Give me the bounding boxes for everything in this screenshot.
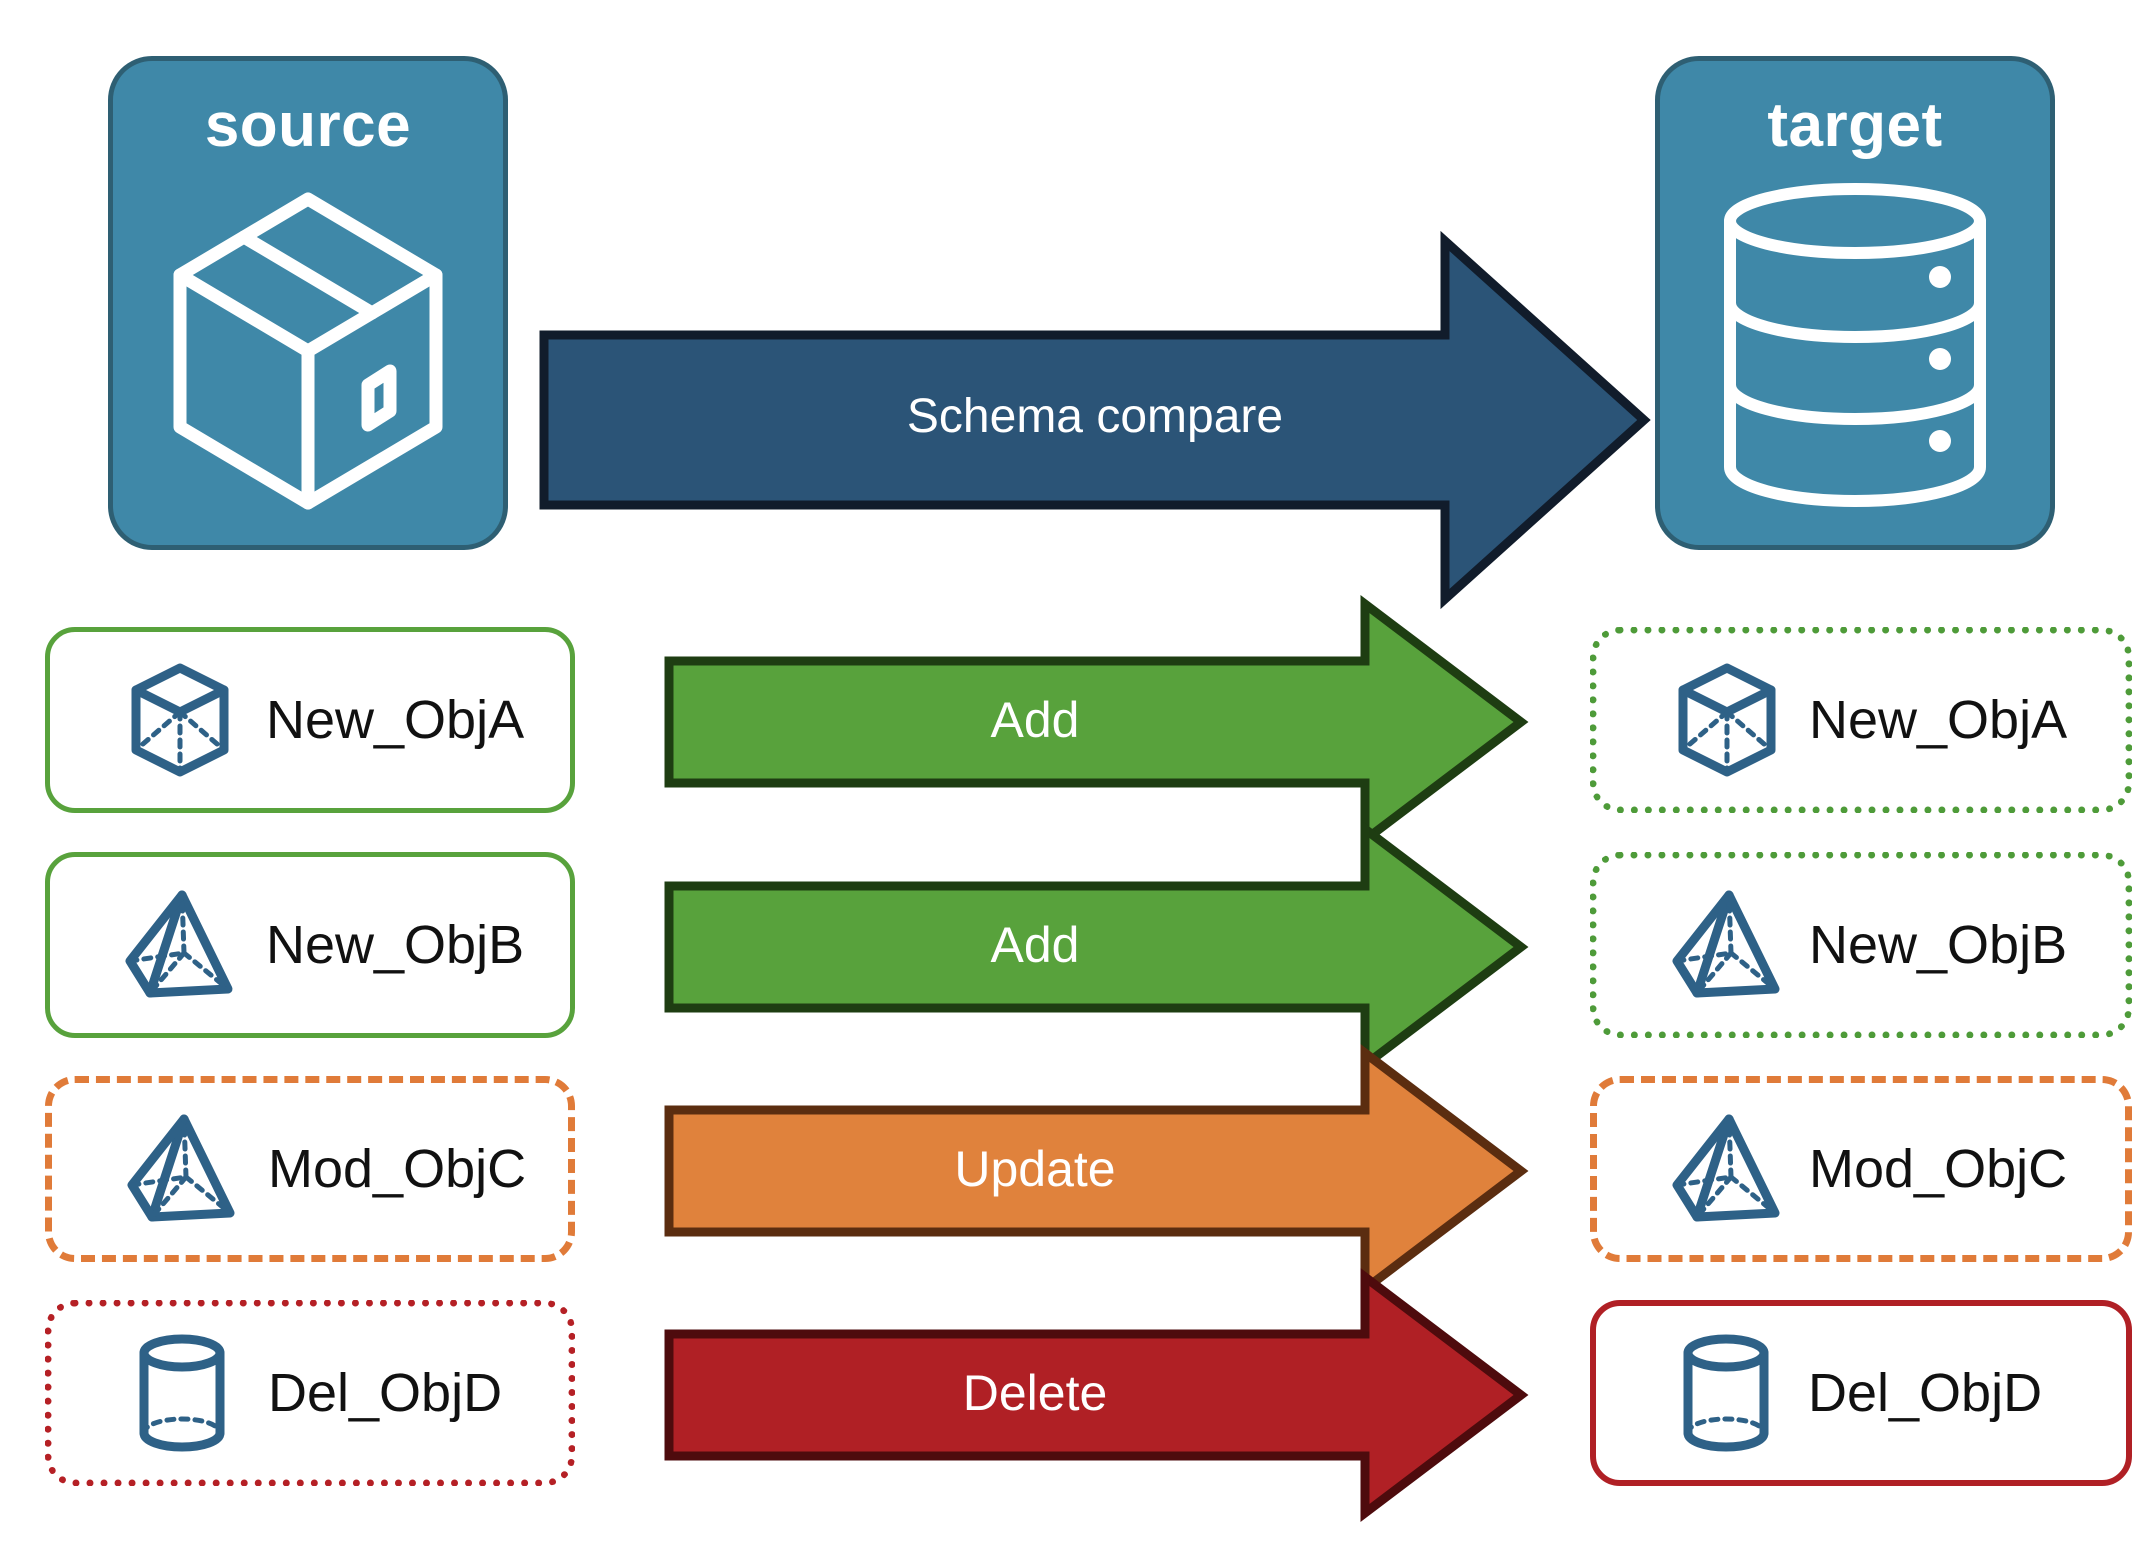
source-object-card[interactable]: New_ObjA (45, 627, 575, 813)
pyramid-wireframe-icon (127, 1110, 235, 1228)
schema-compare-arrow[interactable]: Schema compare (539, 230, 1651, 610)
database-cylinder-icon (1710, 179, 2000, 509)
pyramid-wireframe-icon (125, 886, 233, 1004)
action-arrow-shape (664, 594, 1529, 850)
diff-row: Mod_ObjC Update Mod_ObjC (0, 1043, 2150, 1299)
diff-row: Del_ObjD Delete Del_ObjD (0, 1267, 2150, 1523)
source-object-card[interactable]: New_ObjB (45, 852, 575, 1038)
action-arrow-shape (664, 1043, 1529, 1299)
source-object-label: New_ObjA (266, 690, 525, 750)
diff-row: New_ObjA Add New_ObjA (0, 594, 2150, 850)
target-object-card[interactable]: Mod_ObjC (1590, 1076, 2132, 1262)
target-object-label: New_ObjA (1809, 690, 2068, 750)
target-object-label: New_ObjB (1809, 915, 2068, 975)
action-arrow-delete[interactable]: Delete (664, 1267, 1529, 1523)
action-arrow-shape (664, 1267, 1529, 1523)
source-object-card[interactable]: Mod_ObjC (45, 1076, 575, 1262)
target-object-card[interactable]: New_ObjA (1590, 627, 2132, 813)
action-arrow-update[interactable]: Update (664, 1043, 1529, 1299)
package-box-icon (158, 179, 458, 519)
target-object-card[interactable]: New_ObjB (1590, 852, 2132, 1038)
cylinder-wireframe-icon (1674, 1334, 1778, 1452)
action-arrow-shape (664, 819, 1529, 1075)
action-arrow-add[interactable]: Add (664, 594, 1529, 850)
cube-wireframe-icon (128, 661, 232, 779)
pyramid-wireframe-icon (1672, 886, 1780, 1004)
target-endpoint-card[interactable]: target (1655, 56, 2055, 550)
diff-row: New_ObjB Add New_ObjB (0, 819, 2150, 1075)
target-object-label: Del_ObjD (1808, 1363, 2043, 1423)
action-arrow-add[interactable]: Add (664, 819, 1529, 1075)
target-object-card[interactable]: Del_ObjD (1590, 1300, 2132, 1486)
pyramid-wireframe-icon (1672, 1110, 1780, 1228)
schema-compare-arrow-shape (539, 230, 1651, 610)
source-object-label: Mod_ObjC (268, 1139, 527, 1199)
target-title: target (1767, 91, 1943, 160)
cylinder-wireframe-icon (130, 1334, 234, 1452)
cube-wireframe-icon (1675, 661, 1779, 779)
source-title: source (204, 91, 412, 160)
target-object-label: Mod_ObjC (1809, 1139, 2068, 1199)
source-object-label: Del_ObjD (268, 1363, 503, 1423)
source-endpoint-card[interactable]: source (108, 56, 508, 550)
source-object-label: New_ObjB (266, 915, 525, 975)
source-object-card[interactable]: Del_ObjD (45, 1300, 575, 1486)
